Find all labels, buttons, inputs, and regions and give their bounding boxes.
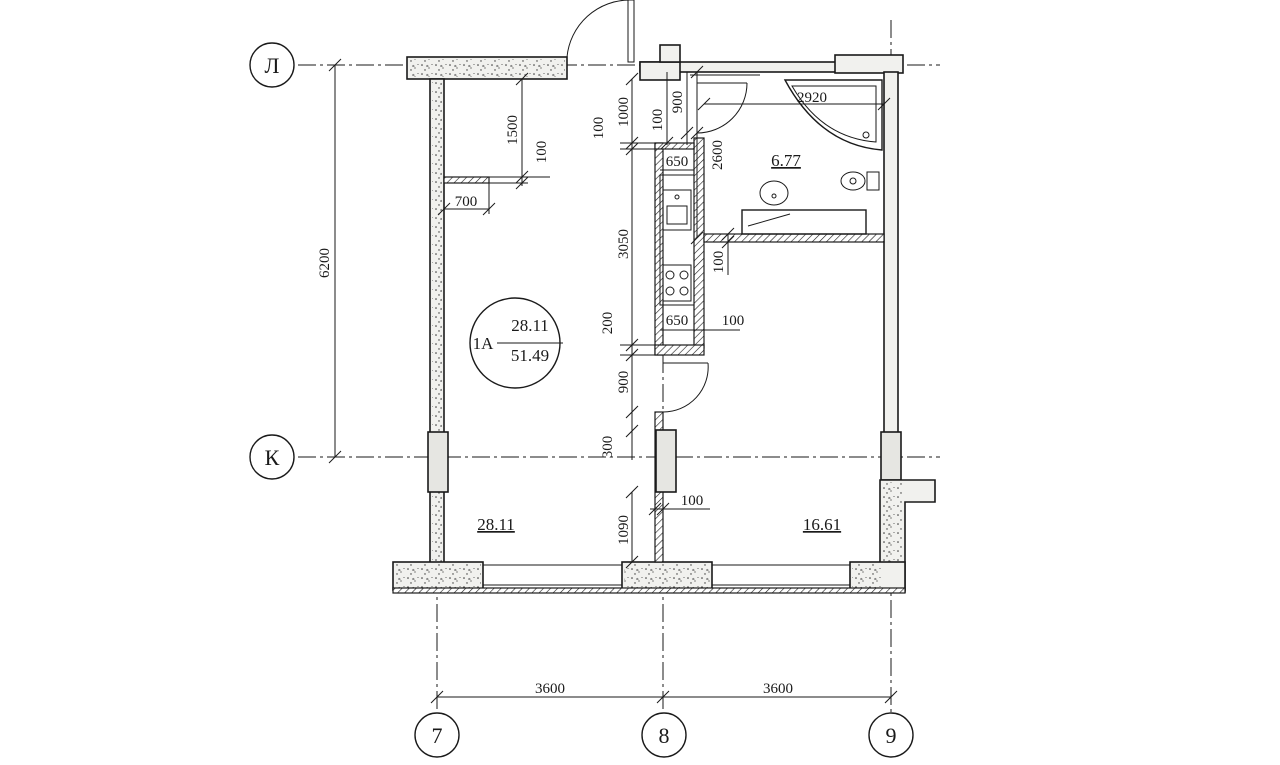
dim-100-f: 100 (681, 493, 704, 509)
axis-label-k: К (265, 445, 280, 470)
axis-label-7: 7 (432, 723, 443, 748)
axis-label-9: 9 (886, 723, 897, 748)
axis-label-l: Л (265, 53, 280, 78)
washbasin-icon (759, 180, 789, 206)
bathroom-area: 6.77 (771, 151, 801, 170)
dim-bay-left: 3600 (535, 681, 565, 697)
vent-block (639, 61, 681, 81)
apartment-badge: 1А 28.11 51.49 (469, 297, 563, 389)
living-room-area: 28.11 (477, 515, 515, 534)
doors (566, 0, 748, 413)
dim-900-b: 900 (616, 371, 632, 394)
bathroom-partition (703, 233, 885, 243)
room-labels: 6.77 28.11 16.61 (477, 151, 841, 534)
toilet-icon (840, 171, 866, 191)
kitchen-room-area: 16.61 (803, 515, 841, 534)
corner-bath-icon (783, 79, 883, 151)
kitchen-partition-bottom (654, 344, 705, 356)
fixtures (659, 79, 883, 306)
dimension-lines (328, 58, 898, 704)
right-column (880, 431, 902, 481)
vent-shaft (659, 44, 681, 63)
dim-2920: 2920 (797, 90, 827, 106)
dim-100-d: 100 (711, 251, 727, 274)
entry-door-arc (566, 0, 630, 58)
dim-300: 300 (600, 436, 616, 459)
dim-bay-right: 3600 (763, 681, 793, 697)
dim-900-a: 900 (670, 91, 686, 114)
bathroom-door-arc (696, 82, 748, 134)
dim-700: 700 (455, 194, 478, 210)
dim-200: 200 (600, 312, 616, 335)
dim-overall-height: 6200 (317, 248, 333, 278)
center-column (655, 429, 677, 493)
apartment-living-area: 28.11 (511, 316, 549, 335)
dim-650-a: 650 (666, 154, 689, 170)
dim-100-c: 100 (650, 109, 666, 132)
dimension-texts: 6200 3600 3600 1500 100 700 100 1000 100… (317, 90, 827, 697)
dim-1000: 1000 (616, 97, 632, 127)
kitchen-partition-top (654, 142, 695, 150)
dim-100-a: 100 (534, 141, 550, 164)
top-right-window (834, 54, 904, 74)
axis-bubble-k: К (249, 434, 295, 480)
kitchen-counter (659, 174, 695, 306)
axis-label-8: 8 (659, 723, 670, 748)
window-sill (392, 587, 906, 594)
dim-3050: 3050 (616, 229, 632, 259)
left-stub-partition (443, 176, 490, 184)
apartment-number: 1А (473, 334, 495, 353)
kitchen-sink-icon (662, 189, 692, 231)
dim-650-b: 650 (666, 313, 689, 329)
dim-100-e: 100 (722, 313, 745, 329)
apartment-total-area: 51.49 (511, 346, 549, 365)
axis-bubble-9: 9 (868, 712, 914, 758)
left-column (427, 431, 449, 493)
axis-bubble-7: 7 (414, 712, 460, 758)
vanity-counter (741, 209, 867, 235)
axis-bubble-l: Л (249, 42, 295, 88)
dim-1500: 1500 (505, 115, 521, 145)
stove-icon (662, 264, 692, 302)
dim-100-b: 100 (591, 117, 607, 140)
entry-door-leaf (627, 0, 635, 63)
dim-2600: 2600 (710, 140, 726, 170)
kitchen-door-arc (662, 362, 709, 413)
axis-bubble-8: 8 (641, 712, 687, 758)
dim-1090: 1090 (616, 515, 632, 545)
right-wall (883, 71, 899, 485)
kitchen-partition-right (693, 137, 705, 349)
